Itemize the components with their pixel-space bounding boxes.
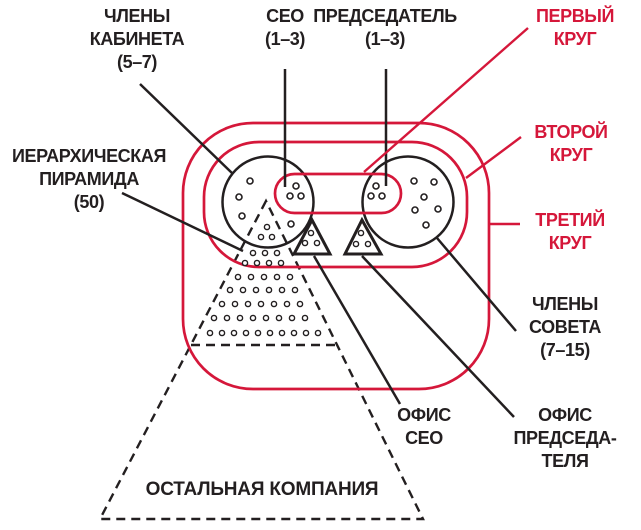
label-hierarchical-pyramid: ИЕРАРХИЧЕСКАЯ ПИРАМИДА (50) [11, 146, 167, 212]
first-circle-pill [273, 172, 403, 215]
cabinet-circle [221, 155, 315, 249]
chairman-dots [367, 182, 386, 200]
ceo-office-triangle [291, 216, 333, 256]
label-second-circle: ВТОРОЙ КРУГ [534, 122, 608, 165]
pyramid-dots [206, 223, 322, 337]
label-ceo-office: ОФИС CEO [397, 405, 451, 448]
chairman-office-connector [361, 255, 515, 418]
chairman-office-triangle [342, 216, 384, 256]
label-first-circle: ПЕРВЫЙ КРУГ [535, 6, 615, 49]
label-cabinet-members: ЧЛЕНЫ КАБИНЕТА (5–7) [89, 6, 185, 72]
label-third-circle: ТРЕТИЙ КРУГ [535, 210, 605, 253]
label-board-members: ЧЛЕНЫ СОВЕТА (7–15) [528, 294, 602, 360]
label-rest-of-company: ОСТАЛЬНАЯ КОМПАНИЯ [145, 479, 379, 500]
ceo-office-connector [312, 255, 402, 405]
chairman-office-dots [352, 229, 372, 248]
label-chairman: ПРЕДСЕДАТЕЛЬ (1–3) [313, 6, 457, 49]
board-connector [436, 237, 517, 332]
second-circle-boundary [202, 140, 469, 269]
first-circle-connector [363, 27, 529, 173]
cabinet-dots [235, 177, 295, 228]
hierarchy-pyramid-outline [98, 198, 425, 521]
label-chairman-office: ОФИС ПРЕДСЕДА- ТЕЛЯ [513, 405, 617, 471]
board-circle [361, 155, 455, 249]
ceo-dots [286, 182, 305, 200]
cabinet-connector [139, 83, 234, 175]
second-circle-connector [465, 136, 522, 179]
ceo-office-dots [301, 229, 321, 247]
label-ceo: CEO (1–3) [264, 6, 306, 49]
third-circle-boundary [181, 121, 491, 391]
pyramid-connector [121, 191, 244, 253]
board-dots [410, 177, 442, 229]
